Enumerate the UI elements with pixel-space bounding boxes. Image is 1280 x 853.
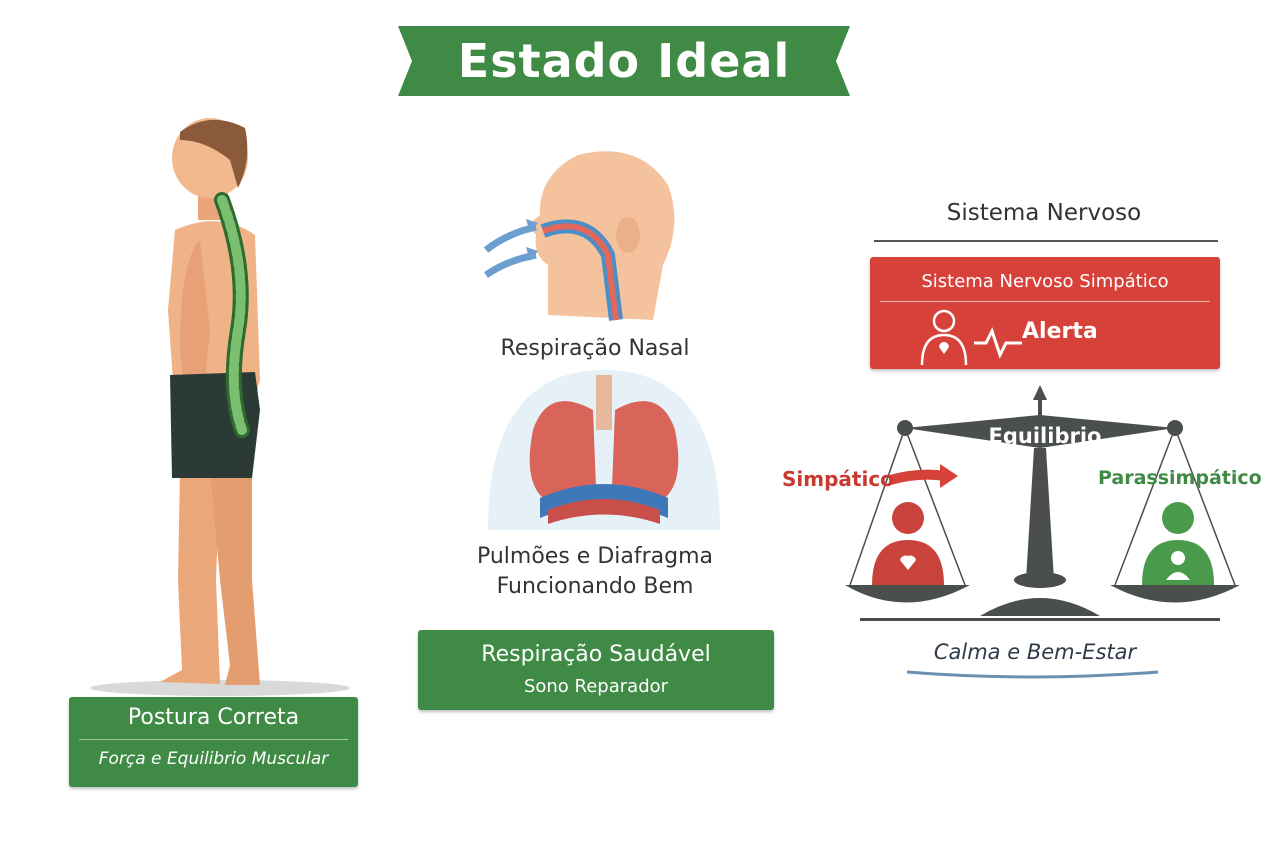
posture-title: Postura Correta — [127, 705, 300, 730]
balance-scale-illustration — [845, 385, 1240, 621]
lungs-illustration — [488, 370, 720, 530]
breathing-box: Respiração Saudável Sono Reparador — [418, 630, 774, 710]
sympathetic-label: Simpático — [782, 467, 894, 491]
title-banner — [398, 26, 850, 96]
lungs-label-line2: Funcionando Bem — [496, 574, 694, 599]
nasal-breathing-illustration — [483, 151, 675, 321]
lungs-label: Pulmões e Diafragma Funcionando Bem — [430, 542, 760, 602]
posture-box: Postura Correta Força e Equilibrio Muscu… — [69, 697, 358, 787]
breathing-box-title: Respiração Saudável — [481, 642, 711, 667]
posture-subtitle: Força e Equilibrio Muscular — [98, 749, 329, 769]
nervous-system-heading: Sistema Nervoso — [946, 200, 1142, 226]
sympathetic-divider — [880, 301, 1210, 302]
breathing-box-subtitle: Sono Reparador — [523, 676, 669, 697]
heading-underline — [874, 240, 1218, 242]
standing-man-illustration — [90, 118, 350, 696]
balance-label: Equilibrio — [988, 424, 1102, 448]
sympathetic-box: Sistema Nervoso Simpático Alerta — [870, 257, 1220, 369]
nasal-breathing-label: Respiração Nasal — [500, 336, 690, 361]
calm-label: Calma e Bem-Estar — [933, 640, 1137, 664]
calm-underline — [906, 670, 1159, 679]
sympathetic-title: Sistema Nervoso Simpático — [921, 271, 1169, 292]
page-title: Estado Ideal — [457, 34, 791, 88]
posture-divider — [79, 739, 348, 740]
alert-label: Alerta — [1022, 319, 1098, 344]
alert-person-icon — [920, 309, 1022, 366]
parasympathetic-label: Parassimpático — [1098, 467, 1262, 489]
lungs-label-line1: Pulmões e Diafragma — [476, 544, 714, 569]
